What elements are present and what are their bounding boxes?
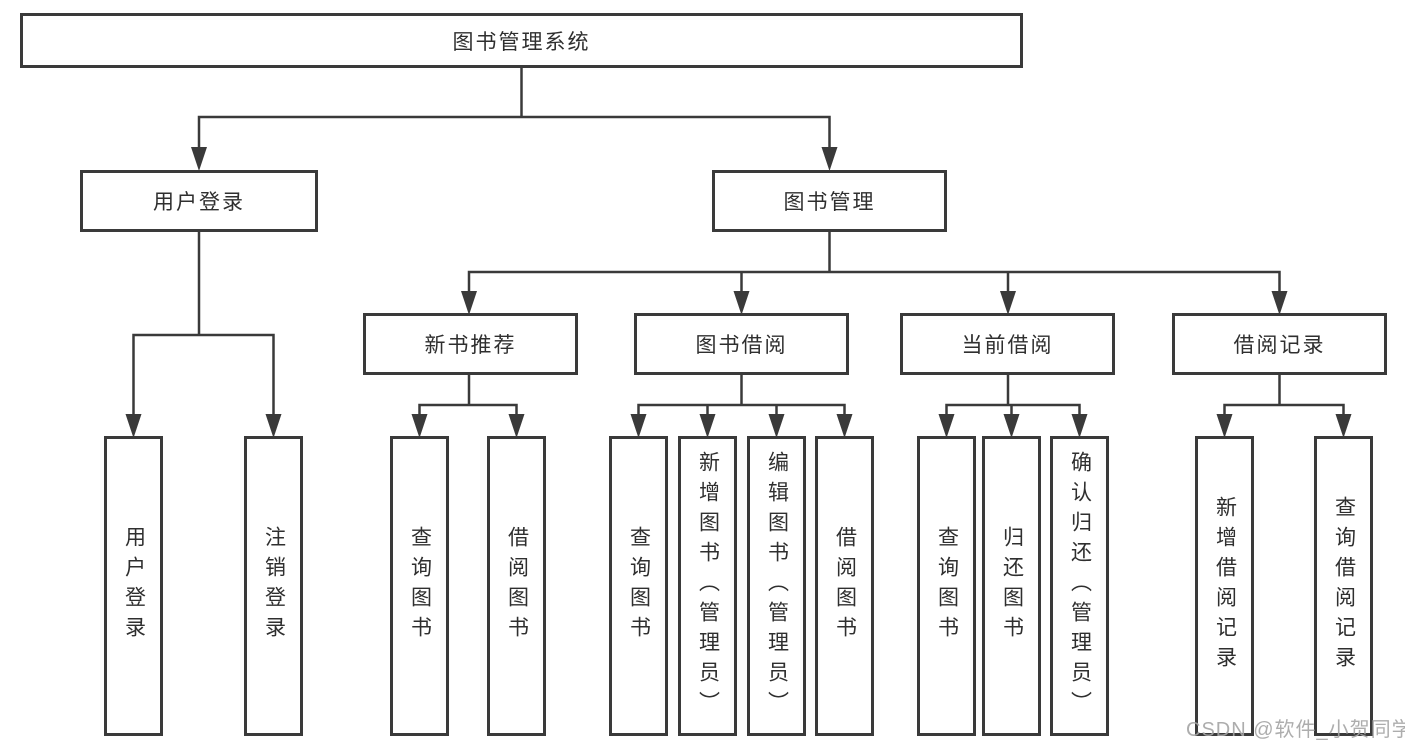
arrow-icon <box>461 291 477 315</box>
node-current-borrowing: 当前借阅 <box>900 313 1115 375</box>
node-user-login: 用户登录 <box>80 170 318 232</box>
leaf-label: 归还图书 <box>1000 526 1024 646</box>
leaf-records-add-record: 新增借阅记录 <box>1195 436 1254 736</box>
leaf-user-login: 用户登录 <box>104 436 163 736</box>
node-label: 新书推荐 <box>424 334 517 357</box>
arrow-icon <box>938 414 955 438</box>
node-new-book-recommend: 新书推荐 <box>363 313 578 375</box>
leaf-label: 借阅图书 <box>505 526 529 646</box>
leaf-borrow-edit-books-admin: 编辑图书（管理员） <box>747 436 806 736</box>
arrow-icon <box>630 414 647 438</box>
leaf-current-query-books: 查询图书 <box>917 436 976 736</box>
leaf-current-confirm-return-admin: 确认归还（管理员） <box>1050 436 1109 736</box>
connector-borrow-rail <box>637 403 846 417</box>
connector-mgmt-rail <box>467 270 1281 294</box>
node-label: 图书管理系统 <box>452 30 591 54</box>
node-book-management: 图书管理 <box>712 170 947 232</box>
node-label: 借阅记录 <box>1233 334 1326 357</box>
leaf-current-return-books: 归还图书 <box>982 436 1041 736</box>
arrow-icon <box>1271 291 1288 315</box>
node-book-borrowing: 图书借阅 <box>634 313 849 375</box>
leaf-label: 新增借阅记录 <box>1213 496 1237 676</box>
arrow-icon <box>265 414 282 438</box>
leaf-borrow-borrow-books: 借阅图书 <box>815 436 874 736</box>
leaf-label: 查询图书 <box>627 526 651 646</box>
arrow-icon <box>1335 414 1352 438</box>
connector-current-rail <box>945 403 1081 417</box>
arrow-icon <box>411 414 428 438</box>
arrow-icon <box>1000 291 1016 315</box>
leaf-label: 确认归还（管理员） <box>1068 451 1092 721</box>
arrow-icon <box>191 147 207 171</box>
arrow-icon <box>125 414 142 438</box>
leaf-label: 新增图书（管理员） <box>696 451 720 721</box>
connector-recommend-rail <box>418 403 518 417</box>
node-library-system: 图书管理系统 <box>20 13 1023 68</box>
arrowheads <box>125 147 1352 438</box>
arrow-icon <box>836 414 853 438</box>
leaf-label: 借阅图书 <box>833 526 857 646</box>
arrow-icon <box>821 147 838 171</box>
leaf-logout: 注销登录 <box>244 436 303 736</box>
arrow-icon <box>508 414 525 438</box>
arrow-icon <box>1216 414 1233 438</box>
leaf-label: 编辑图书（管理员） <box>765 451 789 721</box>
leaf-label: 查询图书 <box>935 526 959 646</box>
leaf-recommend-query-books: 查询图书 <box>390 436 449 736</box>
leaf-records-query-record: 查询借阅记录 <box>1314 436 1373 736</box>
csdn-watermark: CSDN @软件_小贺同学 <box>1186 719 1405 741</box>
arrow-icon <box>733 291 750 315</box>
connector-records-rail <box>1223 403 1345 417</box>
leaf-label: 查询借阅记录 <box>1332 496 1356 676</box>
leaf-label: 注销登录 <box>262 526 286 646</box>
node-borrowing-records: 借阅记录 <box>1172 313 1387 375</box>
leaf-label: 用户登录 <box>122 526 146 646</box>
leaf-label: 查询图书 <box>408 526 432 646</box>
arrow-icon <box>1003 414 1020 438</box>
connector-login-rail <box>132 333 275 417</box>
arrow-icon <box>1071 414 1088 438</box>
leaf-recommend-borrow-books: 借阅图书 <box>487 436 546 736</box>
arrow-icon <box>699 414 716 438</box>
arrow-icon <box>768 414 785 438</box>
node-label: 用户登录 <box>153 191 245 214</box>
node-label: 图书管理 <box>783 191 876 214</box>
leaf-borrow-query-books: 查询图书 <box>609 436 668 736</box>
connector-root-rail <box>197 115 831 150</box>
leaf-borrow-add-books-admin: 新增图书（管理员） <box>678 436 737 736</box>
node-label: 图书借阅 <box>695 334 788 357</box>
node-label: 当前借阅 <box>961 334 1054 357</box>
